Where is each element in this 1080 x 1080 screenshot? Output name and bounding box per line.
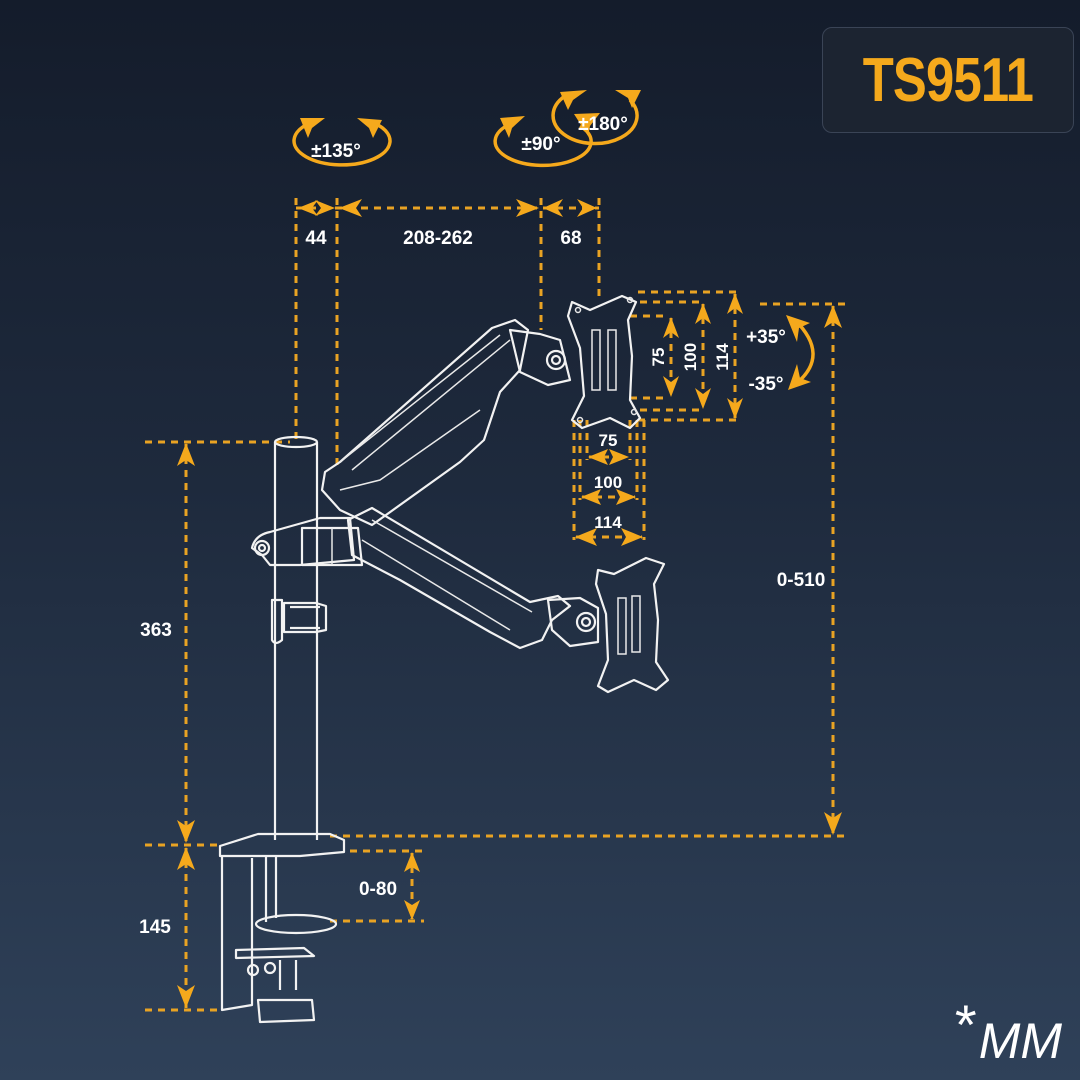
upper-arm [320,318,530,527]
unit-label: MM [978,1013,1062,1069]
label-clamp-height: 145 [139,917,171,938]
arrow-v75-up [663,317,679,338]
arrow-145-up [177,847,195,870]
unit-asterisk: * [954,993,977,1056]
label-height-range: 0-510 [777,570,826,591]
arrow-363-up [177,443,195,466]
arrow-363-down [177,820,195,843]
monitor-arm-drawing [218,294,670,1024]
arrow-145-down [177,985,195,1008]
rotation-indicators [292,90,815,390]
rotation-icon-90 [493,116,593,168]
label-arm-reach: 208-262 [403,228,473,249]
arrow-80-up [404,852,420,872]
tilt-arrow-icon [786,315,815,390]
arrow-h75-left [588,449,608,465]
label-head-swivel: ±90° [521,134,560,155]
label-vesa-v-100: 100 [681,343,700,371]
upper-monitor-head [508,294,642,430]
arrow-h114-left [575,528,597,546]
arrow-h100-right [616,489,636,505]
label-vesa-h-100: 100 [594,473,622,492]
arrow-510-up [824,305,842,328]
arrow-reach-left [339,199,362,217]
label-head-depth: 68 [560,228,581,249]
pole [270,435,328,840]
arrow-v100-down [695,388,711,409]
label-screen-rotation: ±180° [578,114,628,135]
arrow-v100-up [695,303,711,324]
lower-arm [346,506,572,650]
arrow-80-down [404,900,420,920]
arrow-v114-down [727,398,743,419]
arrow-h114-right [621,528,643,546]
label-pole-height: 363 [140,620,172,641]
unit-note: *MM [955,992,1062,1070]
arrow-reach-right [516,199,539,217]
label-vesa-v-75: 75 [649,348,668,367]
arrow-44-right [315,200,335,216]
arrow-h75-right [609,449,629,465]
label-vesa-h-114: 114 [594,513,622,532]
rotation-icon-180 [551,90,641,146]
label-pole-to-arm: 44 [305,228,327,249]
label-desk-thickness: 0-80 [359,879,397,900]
rotation-icon-135 [292,118,392,167]
arrow-v114-up [727,293,743,314]
model-number: TS9511 [862,45,1034,115]
lower-monitor-head [546,556,670,694]
desk-clamp [218,832,346,1024]
label-tilt-down: -35° [748,374,783,395]
pole-joint [250,516,364,567]
model-badge: TS9511 [822,27,1074,133]
arrow-v75-down [663,376,679,397]
label-vesa-h-75: 75 [599,431,618,450]
arrow-h100-left [581,489,601,505]
arrow-44-left [298,200,318,216]
arrow-68-left [543,199,563,217]
arrow-510-down [824,812,842,835]
label-vesa-v-114: 114 [713,343,732,371]
arrow-68-right [577,199,597,217]
label-arm-swivel: ±135° [311,141,361,162]
dimension-lines [145,198,846,1012]
labels: ±135° ±90° ±180° 44 208-262 68 75 100 11… [139,114,825,938]
label-tilt-up: +35° [746,327,786,348]
